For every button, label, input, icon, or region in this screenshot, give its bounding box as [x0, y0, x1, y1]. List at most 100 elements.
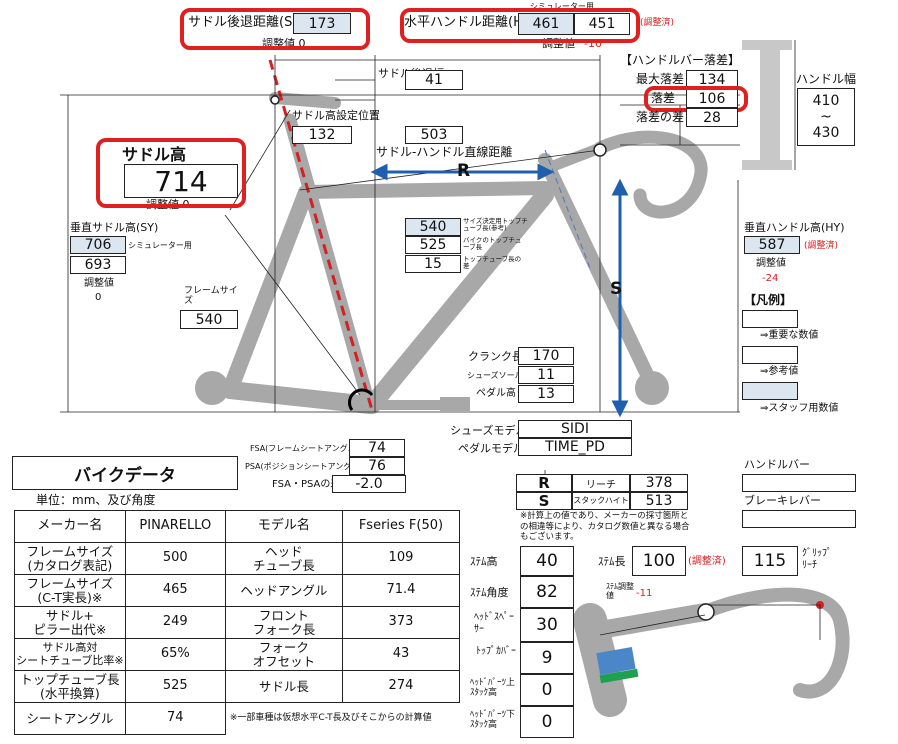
row-value: 43: [341, 638, 461, 671]
lower-stack-value: 0: [520, 706, 574, 738]
hx-value-2: 451: [574, 13, 630, 35]
row-label: サドル高対 シートチューブ比率※: [14, 638, 126, 671]
head-spacer-label: ﾍｯﾄﾞｽﾍﾟｰｻｰ: [474, 612, 514, 635]
table-row: フレームサイズ (カタログ表記) 500 ヘッド チューブ長 109: [14, 542, 461, 575]
vertical-handle-label: 垂直ハンドル高(HY): [744, 221, 845, 234]
header-model-label: モデル名: [224, 510, 343, 543]
table-row: シートアングル 74 ※一部車種は仮想水平C-T長及びそこからの計算値: [14, 702, 460, 735]
handlebar-width-label: ハンドル幅: [796, 72, 857, 86]
stem-length-label: ｽﾃﾑ長: [598, 555, 626, 568]
table-row: サドル+ ピラー出代※ 249 フロント フォーク長 373: [14, 606, 461, 639]
row-label: フレームサイズ (C-T実長)※: [14, 574, 126, 607]
handlebar-width-min: 410: [812, 92, 840, 109]
stem-angle-label: ｽﾃﾑ角度: [470, 586, 509, 599]
top-tube-size-label: サイズ決定用トップチューブ長(参考): [463, 217, 528, 233]
vertical-saddle-value: 693: [70, 256, 126, 274]
handlebar-component-value: [742, 474, 856, 492]
row-label: フォーク オフセット: [224, 638, 343, 671]
shoe-sole-label: シューズソール厚: [467, 371, 531, 380]
vertical-saddle-sim-label: シミュレーター用: [128, 241, 192, 250]
drop-diff-label: 落差の差: [636, 110, 685, 124]
drop-label: 落差: [651, 91, 676, 105]
legend-reference-swatch: [742, 346, 798, 364]
top-cap-value: 9: [520, 642, 574, 674]
row-label: トップチューブ長 (水平換算): [14, 670, 126, 703]
bike-data-title: バイクデータ: [12, 456, 238, 490]
stack-letter-cell: S: [516, 492, 572, 510]
header-model-value: Fseries F(50): [341, 510, 461, 543]
grip-reach-label: ｸﾞﾘｯﾌﾟﾘｰﾁ: [802, 548, 832, 571]
row-value: 373: [341, 606, 461, 639]
bike-data-unit: 単位：mm、及び角度: [36, 493, 156, 507]
saddle-handle-distance-label: サドル-ハンドル直線距離: [376, 145, 513, 159]
table-row: トップチューブ長 (水平換算) 525 サドル長 274: [14, 670, 461, 703]
reach-label: リーチ: [572, 474, 630, 492]
saddle-setback-width-value: 41: [405, 70, 463, 90]
hx-label: 水平ハンドル距離(HX): [404, 15, 537, 30]
legend-staff: ⇒スタッフ用数値: [760, 403, 839, 414]
stem-height-value: 40: [520, 546, 574, 576]
handlebar-width-box: 410 ~ 430: [797, 88, 855, 146]
bike-data-header-row: メーカー名 PINARELLO モデル名 Fseries F(50): [14, 510, 461, 543]
vertical-saddle-adjust-value: 0: [95, 292, 102, 303]
row-value: 249: [124, 606, 226, 639]
top-tube-diff-label: トップチューブ長の差: [463, 255, 522, 271]
row-value: 525: [124, 670, 226, 703]
handlebar-width-tilde: ~: [820, 108, 832, 125]
table-footnote: ※一部車種は仮想水平C-T長及びそこからの計算値: [229, 712, 432, 723]
header-maker-value: PINARELLO: [124, 510, 226, 543]
row-value: 65%: [124, 638, 226, 671]
vertical-handle-adjust-caption: 調整値: [756, 258, 786, 269]
legend-important: ⇒重要な数値: [760, 330, 819, 341]
row-value: 109: [341, 542, 461, 575]
hx-value-1: 461: [518, 13, 574, 35]
stem-angle-value: 82: [520, 576, 574, 608]
row-label: ヘッドアングル: [224, 574, 343, 607]
saddle-height-value: 714: [124, 164, 238, 198]
vertical-handle-value: 587: [744, 236, 800, 254]
legend-important-swatch: [742, 310, 798, 328]
vertical-handle-adjusted: (調整済): [804, 241, 839, 251]
upper-stack-label: ﾍｯﾄﾞﾊﾟｰﾂ上ｽﾀｯｸ高: [470, 678, 516, 699]
saddle-handle-distance-value: 503: [405, 126, 463, 144]
saddle-setback-value: 173: [293, 13, 351, 34]
vertical-saddle-adjust-caption: 調整値: [84, 278, 114, 289]
head-spacer-value: 30: [520, 608, 574, 642]
saddle-height-position-value: 132: [292, 126, 352, 144]
fsa-psa-diff-label: FSA・PSAの差: [272, 479, 341, 490]
row-label: ヘッド チューブ長: [224, 542, 343, 575]
stem-height-label: ｽﾃﾑ高: [470, 555, 498, 568]
header-maker-label: メーカー名: [14, 510, 126, 543]
top-tube-actual-value: 525: [405, 236, 461, 254]
row-value: 465: [124, 574, 226, 607]
lower-stack-label: ﾍｯﾄﾞﾊﾟｰﾂ下ｽﾀｯｸ高: [470, 710, 516, 731]
saddle-height-title: サドル高: [122, 145, 187, 164]
shoe-sole-value: 11: [518, 366, 574, 384]
row-value: 74: [124, 702, 226, 735]
pedal-model-value: TIME_PD: [518, 438, 632, 456]
reach-value: 378: [630, 474, 688, 492]
saddle-height-highlight: [96, 138, 246, 208]
fsa-value: 74: [349, 439, 405, 457]
pedal-height-value: 13: [518, 385, 574, 403]
fsa-label: FSA(フレームシートアングル): [250, 444, 359, 453]
reach-letter-cell: R: [516, 474, 572, 492]
brake-lever-value: [742, 510, 856, 528]
saddle-setback-label: サドル後退距離(SX): [188, 15, 307, 30]
top-tube-size-value: 540: [405, 218, 461, 236]
top-tube-actual-label: バイクのトップチューブ長: [463, 236, 522, 252]
saddle-setback-highlight: [180, 8, 370, 50]
stem-length-adjust-value: -11: [636, 588, 653, 599]
legend-reference: ⇒参考値: [760, 366, 799, 377]
legend-staff-swatch: [742, 382, 798, 400]
stack-label: スタックハイト: [572, 492, 630, 510]
stack-letter: S: [610, 279, 623, 299]
frame-size-value: 540: [180, 310, 238, 329]
row-label: フレームサイズ (カタログ表記): [14, 542, 126, 575]
hx-highlight: [400, 8, 640, 43]
table-row: フレームサイズ (C-T実長)※ 465 ヘッドアングル 71.4: [14, 574, 461, 607]
vertical-saddle-sim-value: 706: [70, 236, 126, 254]
drop-diff-value: 28: [686, 108, 738, 127]
stem-length-adjusted: (調整済): [688, 556, 726, 567]
